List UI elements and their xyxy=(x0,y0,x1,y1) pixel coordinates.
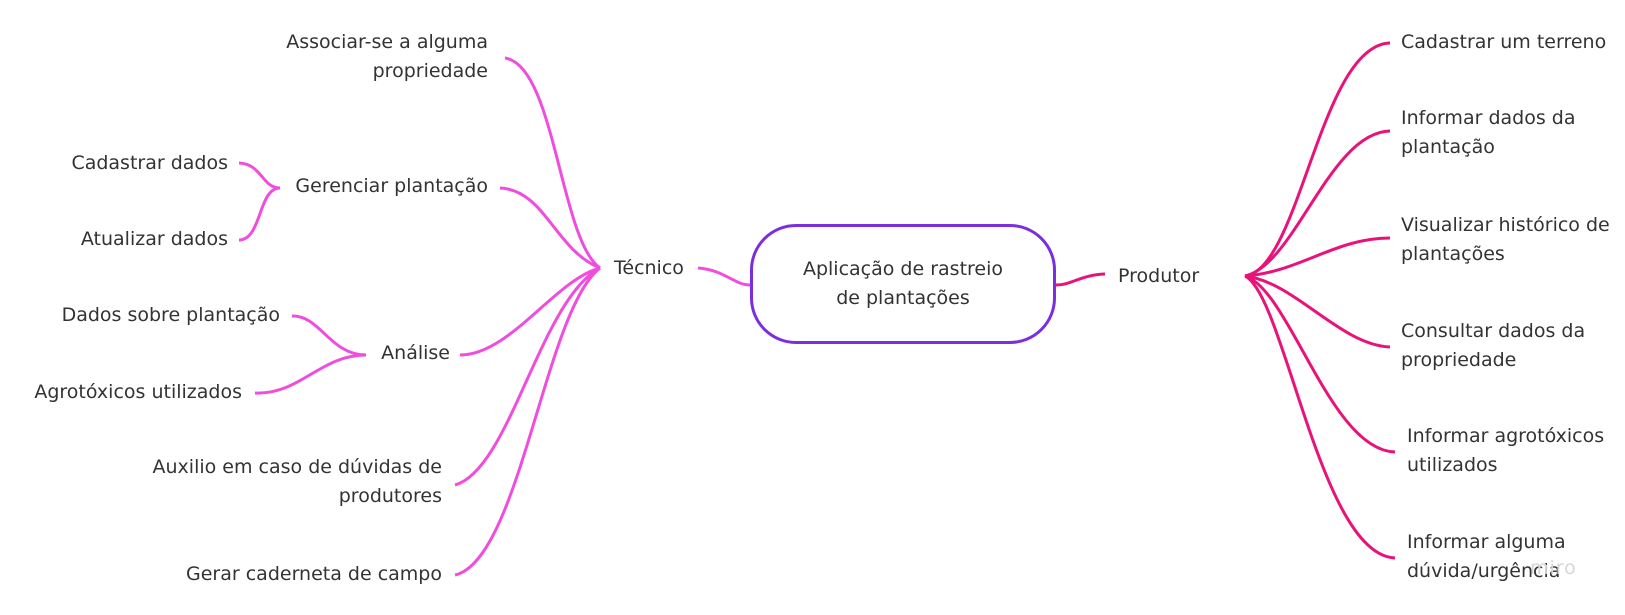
connector-analise-dados xyxy=(291,314,367,357)
node-informar-agrotoxicos[interactable]: Informar agrotóxicos utilizados xyxy=(1407,422,1604,480)
node-agrotoxicos-utilizados[interactable]: Agrotóxicos utilizados xyxy=(34,381,242,403)
central-topic-line-1: Aplicação de rastreio xyxy=(802,258,1004,280)
node-informar-duvida-line-1: Informar alguma xyxy=(1407,531,1566,553)
connector-produtor-historico xyxy=(1244,236,1391,278)
connector-analise-agrotoxicos xyxy=(254,353,367,395)
miro-watermark: miro xyxy=(1530,557,1577,579)
connector-produtor-consultar xyxy=(1244,274,1391,349)
connector-center-to-tecnico xyxy=(697,266,751,287)
node-associar[interactable]: Associar-se a alguma propriedade xyxy=(286,28,488,86)
node-informar-duvida-line-2: dúvida/urgência xyxy=(1407,560,1561,582)
node-associar-line-1: Associar-se a alguma xyxy=(286,31,488,53)
node-consultar-dados-line-2: propriedade xyxy=(1401,349,1517,371)
connector-tecnico-gerenciar xyxy=(499,186,601,270)
central-topic-node[interactable]: Aplicação de rastreio de plantações xyxy=(750,224,1056,344)
node-informar-agrotoxicos-line-2: utilizados xyxy=(1407,454,1498,476)
connector-gerenciar-atualizar xyxy=(238,186,281,242)
connector-gerenciar-cadastrar xyxy=(238,161,281,190)
node-informar-duvida[interactable]: Informar alguma dúvida/urgência xyxy=(1407,528,1566,586)
node-dados-sobre-plantacao[interactable]: Dados sobre plantação xyxy=(61,304,280,326)
node-visualizar-historico-line-2: plantações xyxy=(1401,243,1505,265)
node-informar-agrotoxicos-line-1: Informar agrotóxicos xyxy=(1407,425,1605,447)
connector-produtor-agrotoxicos xyxy=(1244,274,1396,454)
branch-tecnico[interactable]: Técnico xyxy=(614,257,684,279)
node-informar-dados-line-1: Informar dados da xyxy=(1401,107,1576,129)
connector-tecnico-caderneta xyxy=(454,266,601,577)
node-auxilio[interactable]: Auxilio em caso de dúvidas de produtores xyxy=(153,453,442,511)
node-analise[interactable]: Análise xyxy=(381,342,450,364)
node-informar-dados[interactable]: Informar dados da plantação xyxy=(1401,104,1575,162)
connector-produtor-duvida xyxy=(1244,274,1396,560)
node-cadastrar-dados[interactable]: Cadastrar dados xyxy=(71,152,228,174)
node-gerenciar-plantacao[interactable]: Gerenciar plantação xyxy=(295,175,488,197)
node-consultar-dados-line-1: Consultar dados da xyxy=(1401,320,1586,342)
node-consultar-dados[interactable]: Consultar dados da propriedade xyxy=(1401,317,1585,375)
node-auxilio-line-1: Auxilio em caso de dúvidas de xyxy=(152,456,442,478)
node-visualizar-historico-line-1: Visualizar histórico de xyxy=(1401,214,1610,236)
central-topic-line-2: de plantações xyxy=(836,287,970,309)
node-informar-dados-line-2: plantação xyxy=(1401,136,1495,158)
node-associar-line-2: propriedade xyxy=(372,60,488,82)
connector-center-to-produtor xyxy=(1055,272,1106,287)
connector-tecnico-analise xyxy=(459,266,601,357)
node-auxilio-line-2: produtores xyxy=(338,485,442,507)
node-visualizar-historico[interactable]: Visualizar histórico de plantações xyxy=(1401,211,1610,269)
node-cadastrar-terreno[interactable]: Cadastrar um terreno xyxy=(1401,31,1607,53)
connector-produtor-informar-dados xyxy=(1244,129,1391,278)
connector-tecnico-associar xyxy=(504,56,601,270)
branch-produtor[interactable]: Produtor xyxy=(1118,265,1200,287)
node-atualizar-dados[interactable]: Atualizar dados xyxy=(80,228,228,250)
connector-produtor-terreno xyxy=(1244,41,1391,278)
node-gerar-caderneta[interactable]: Gerar caderneta de campo xyxy=(186,563,442,585)
connector-tecnico-auxilio xyxy=(454,266,601,487)
